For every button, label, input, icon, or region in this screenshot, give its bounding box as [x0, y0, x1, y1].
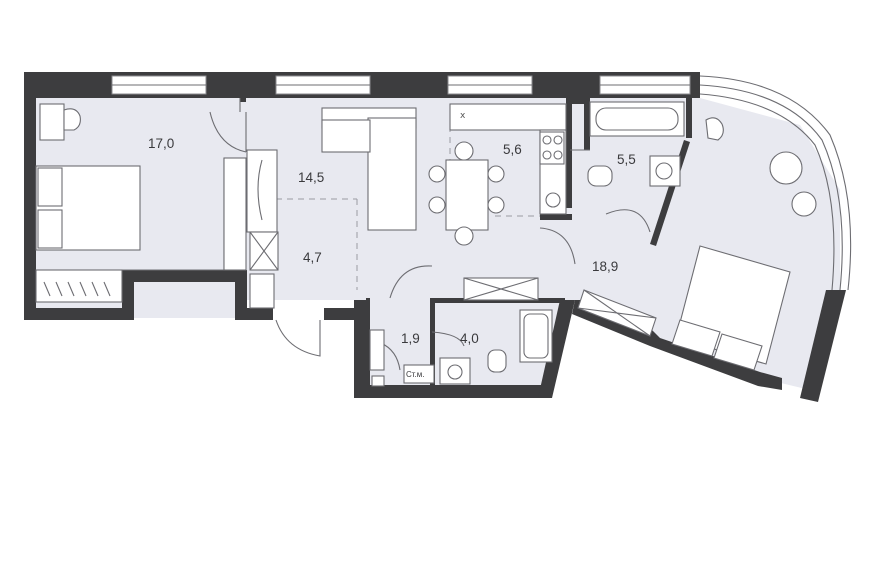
- bed-icon: [35, 165, 141, 251]
- bathtub-icon: [589, 101, 685, 137]
- dresser-icon: [577, 289, 657, 337]
- sofa-icon: [321, 107, 417, 231]
- windows: [111, 75, 852, 291]
- table-icon: [428, 141, 505, 246]
- vent-mark: x: [460, 111, 466, 121]
- bed-icon: [671, 245, 791, 371]
- room-area-bedroom-right: 18,9: [592, 259, 618, 274]
- room-area-kitchen: 5,6: [503, 142, 522, 157]
- room-area-bedroom-left: 17,0: [148, 136, 174, 151]
- wardrobe-icon: [35, 269, 123, 303]
- toilet-icon: [487, 349, 507, 373]
- chair-icon: [705, 117, 724, 141]
- sink-icon: [439, 357, 471, 385]
- hallway-cabinet-icon: [249, 273, 275, 309]
- utility-icon: [369, 329, 435, 387]
- room-area-living-room: 14,5: [298, 170, 324, 185]
- kitchen-counter-icon: [449, 103, 567, 215]
- room-area-hall: 4,7: [303, 250, 322, 265]
- cupboard-icon: [463, 277, 539, 301]
- armchair-icon: [769, 151, 817, 217]
- room-area-bathroom-guest: 4,0: [460, 331, 479, 346]
- tv-unit-icon: [223, 149, 279, 271]
- room-area-utility-closet: 1,9: [401, 331, 420, 346]
- chair-icon: [63, 108, 81, 131]
- door-swing-icon: [209, 111, 651, 371]
- sink-icon: [649, 155, 681, 187]
- toilet-icon: [587, 165, 613, 187]
- shower-icon: [519, 309, 553, 363]
- utility-tag: Ст.м.: [406, 370, 425, 379]
- vent-icon: x: [460, 111, 466, 121]
- desk-icon: [39, 103, 65, 141]
- room-area-bathroom-master: 5,5: [617, 152, 636, 167]
